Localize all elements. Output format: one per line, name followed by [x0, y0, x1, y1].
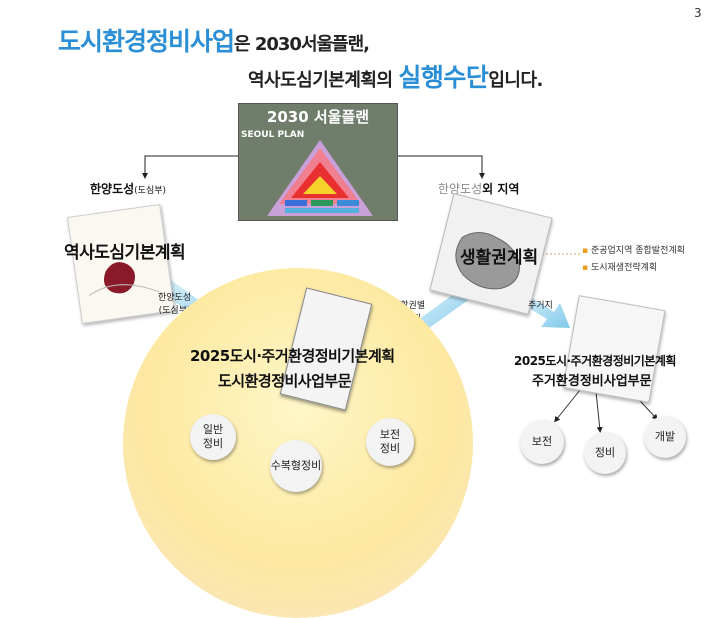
title-line-1: 도시환경정비사업은 2030서울플랜,: [58, 22, 370, 58]
residential-plan-subtitle: 주거환경정비사업부문: [532, 374, 652, 389]
seoul-plan-cover: 2030 서울플랜 SEOUL PLAN: [238, 103, 398, 221]
left-arrow-label-line2: (도심부): [158, 306, 191, 316]
connector-right: [396, 155, 485, 179]
bubble-conservation: 보전: [520, 420, 564, 464]
outside-hanyang-label: 한양도성외 지역: [438, 180, 519, 197]
residential-plan-title: 2025도시·주거환경정비기본계획: [514, 354, 676, 368]
plan-title: 2030 서울플랜: [266, 108, 370, 126]
hanyang-label-main: 한양도성: [90, 182, 135, 196]
hanyang-label-sub: (도심부): [134, 186, 167, 196]
related-plan-item: ▪ 도시재생전략계획: [582, 263, 658, 273]
outside-label-main: 외 지역: [482, 182, 520, 196]
residential-arrow-label: 주거지: [528, 301, 553, 311]
bubble-development: 개발: [644, 416, 686, 458]
center-arrow-label-line1: 생활권별: [392, 301, 426, 311]
line-to-rbubble-2: [595, 391, 603, 433]
bubble-restoration-renewal: 수복형정비: [270, 440, 322, 492]
outside-label-gray: 한양도성: [438, 182, 483, 196]
center-plan-title: 2025도시·주거환경정비기본계획: [190, 347, 395, 365]
bubble-renewal: 정비: [584, 432, 626, 474]
title-line2-highlight: 실행수단: [398, 63, 489, 92]
related-plans-list: ▪ 준공업지역 종합발전계획 ▪ 도시재생전략계획: [582, 243, 685, 277]
related-plan-item: ▪ 준공업지역 종합발전계획: [582, 246, 685, 256]
living-area-map: [455, 232, 520, 290]
hanyang-doseong-label: 한양도성(도심부): [90, 180, 166, 197]
historic-plan-title: 역사도심기본계획: [64, 243, 186, 263]
living-area-plan-title: 생활권계획: [460, 248, 539, 268]
left-arrow-label-line1: 한양도성: [158, 293, 192, 303]
historic-plan-map: [88, 262, 160, 297]
title-line2-prefix: 역사도심기본계획의: [248, 70, 399, 91]
center-plan-subtitle: 도시환경정비사업부문: [218, 372, 352, 390]
line-to-rbubble-1: [554, 389, 581, 423]
plan-subtitle: SEOUL PLAN: [241, 130, 305, 140]
title-rest: 은 2030서울플랜,: [234, 34, 370, 55]
plan-pyramid-graphic: [267, 140, 373, 216]
living-area-plan-document: [429, 193, 553, 315]
left-arrow-label: 한양도성 (도심부): [158, 292, 191, 318]
historic-plan-document: [66, 203, 176, 325]
connector-left: [142, 155, 238, 179]
title-line2-suffix: 입니다.: [488, 70, 543, 91]
title-line-2: 역사도심기본계획의 실행수단입니다.: [248, 58, 543, 94]
title-highlight: 도시환경정비사업: [58, 27, 235, 56]
page-number: 3: [694, 6, 702, 20]
